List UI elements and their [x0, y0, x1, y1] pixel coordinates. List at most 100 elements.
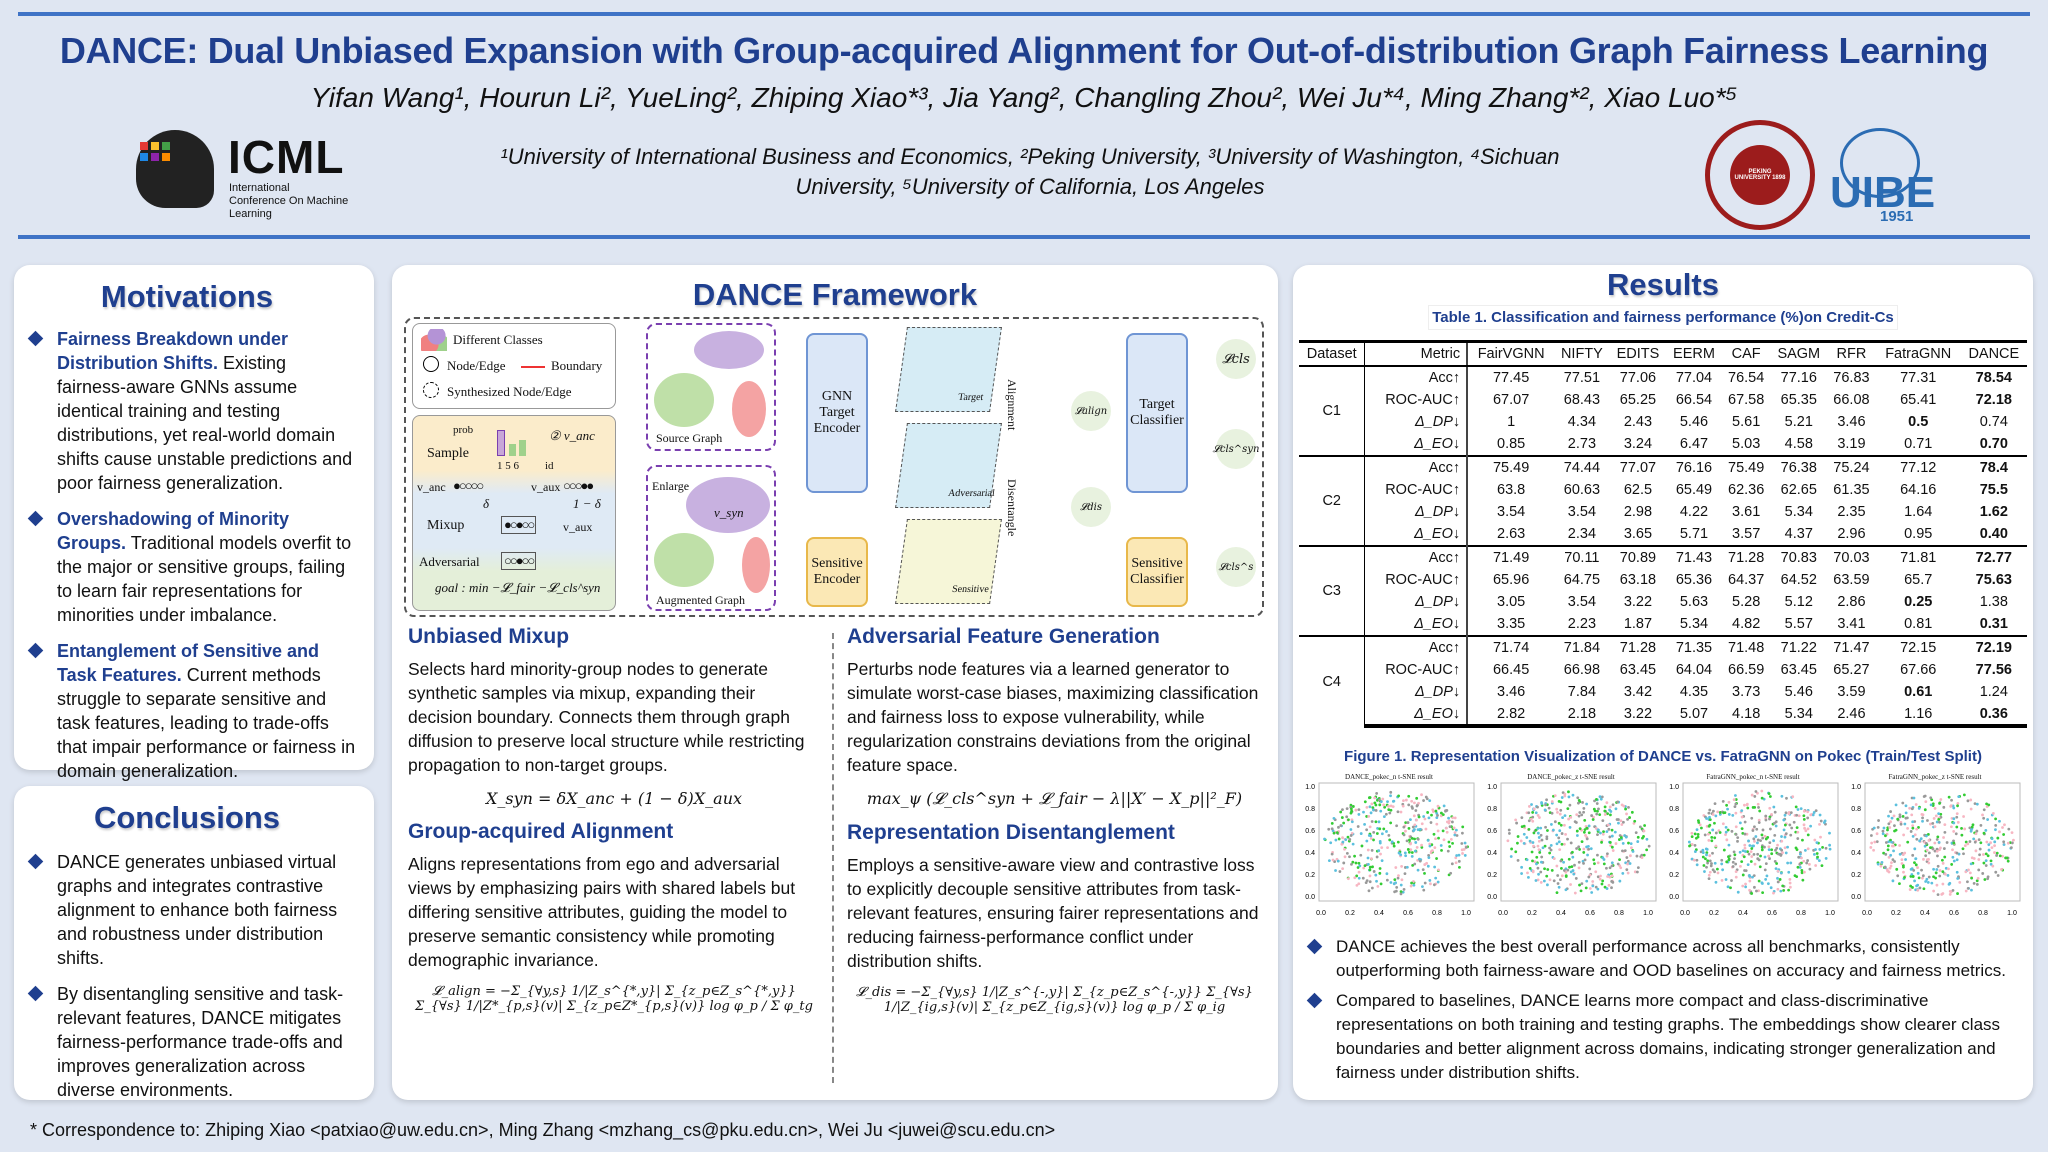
metric-cell: Δ_EO↓ [1364, 613, 1469, 636]
section-text: Selects hard minority-group nodes to gen… [408, 659, 805, 775]
uibe-year: 1951 [1880, 208, 1914, 225]
scatter-point [1556, 811, 1559, 814]
scatter-point [1791, 795, 1795, 799]
class-region [742, 537, 770, 593]
scatter-point [2010, 831, 2014, 835]
scatter-point [1698, 823, 1702, 827]
scatter-point [1566, 868, 1570, 872]
scatter-point [1956, 820, 1960, 824]
scatter-point [1598, 795, 1602, 799]
metric-cell: Acc↑ [1364, 455, 1469, 479]
scatter-point [1573, 863, 1576, 867]
motivations-list: Fairness Breakdown under Distribution Sh… [14, 327, 360, 783]
scatter-point [1596, 833, 1599, 837]
scatter-point [1385, 830, 1388, 833]
results-bullets: DANCE achieves the best overall performa… [1293, 935, 2033, 1085]
scatter-point [1902, 870, 1905, 874]
scatter-point [1902, 833, 1906, 837]
scatter-point [1559, 878, 1562, 882]
value-cell: 7.84 [1567, 684, 1597, 701]
scatter-point [1357, 813, 1361, 816]
scatter-point [1756, 838, 1760, 842]
scatter-point [1355, 884, 1359, 887]
scatter-point [1967, 868, 1970, 872]
scatter-point [1571, 855, 1575, 859]
scatter-point [1743, 869, 1746, 872]
scatter-point [1774, 820, 1778, 824]
scatter-point [1972, 857, 1976, 860]
scatter-point [1891, 858, 1895, 861]
x-tick: 0.2 [1345, 910, 1355, 917]
scatter-point [1892, 849, 1895, 853]
scatter-point [1636, 835, 1640, 839]
value-cell: 78.54 [1975, 369, 2012, 386]
scatter-point [1629, 854, 1632, 858]
scatter-point [1784, 811, 1788, 815]
scatter-point [1933, 806, 1937, 810]
classes-icon [421, 329, 447, 351]
scatter-point [1767, 845, 1771, 849]
scatter-point [1701, 855, 1705, 859]
scatter-point [1794, 805, 1798, 809]
scatter-point [1720, 862, 1724, 866]
scatter-point [1591, 818, 1595, 821]
scatter-point [1996, 836, 2000, 840]
scatter-point [1622, 804, 1626, 808]
scatter-point [1984, 859, 1988, 863]
scatter-point [1630, 846, 1633, 850]
scatter-point [1933, 841, 1937, 845]
scatter-point [1716, 871, 1720, 875]
value-cell: 5.34 [1784, 504, 1813, 521]
metric-cell: ROC-AUC↑ [1364, 388, 1469, 411]
scatter-point [1631, 850, 1635, 853]
scatter-point [1955, 825, 1959, 829]
scatter-point [1734, 833, 1738, 836]
adversarial-features: Adversarial [895, 423, 1002, 508]
scatter-point [1393, 878, 1397, 882]
scatter-point [1571, 869, 1575, 872]
scatter-point [1516, 835, 1520, 838]
metric-cell: Δ_DP↓ [1364, 411, 1469, 434]
scatter-point [1724, 833, 1727, 837]
scatter-point [1409, 848, 1413, 852]
scatter-point [1711, 813, 1715, 816]
motivations-panel: Motivations Fairness Breakdown under Dis… [14, 265, 374, 781]
scatter-point [1703, 833, 1707, 837]
scatter-point [1453, 833, 1457, 837]
scatter-point [1630, 810, 1634, 814]
scatter-point [1454, 828, 1458, 832]
scatter-point [1731, 813, 1735, 817]
scatter-point [1998, 854, 2002, 858]
scatter-point [1743, 832, 1747, 836]
scatter-point [1708, 818, 1712, 822]
scatter-point [1363, 864, 1367, 868]
scatter-point [1568, 803, 1572, 807]
value-cell: 65.36 [1675, 571, 1713, 588]
scatter-point [1572, 872, 1576, 876]
scatter-point [1393, 890, 1397, 894]
scatter-point [1383, 805, 1387, 809]
scatter-point [1740, 827, 1744, 831]
scatter-point [1446, 849, 1450, 853]
scatter-point [1906, 826, 1909, 830]
scatter-point [1702, 864, 1706, 867]
scatter-point [1461, 825, 1465, 829]
scatter-point [1694, 836, 1698, 840]
column-header: NIFTY [1554, 340, 1610, 367]
scatter-point [1600, 882, 1604, 886]
scatter-point [1525, 836, 1529, 839]
scatter-point [1434, 837, 1437, 841]
x-tick: 0.8 [1978, 910, 1988, 917]
scatter-point [1401, 804, 1405, 808]
metric-cell: Δ_EO↓ [1364, 523, 1469, 546]
scatter-point [1915, 837, 1919, 841]
value-cell: 75.49 [1467, 455, 1555, 479]
scatter-point [1955, 870, 1959, 874]
scatter-point [1896, 874, 1900, 878]
scatter-point [1596, 853, 1599, 857]
scatter-point [1726, 828, 1730, 832]
scatter-point [1923, 808, 1927, 812]
scatter-point [2001, 826, 2004, 829]
